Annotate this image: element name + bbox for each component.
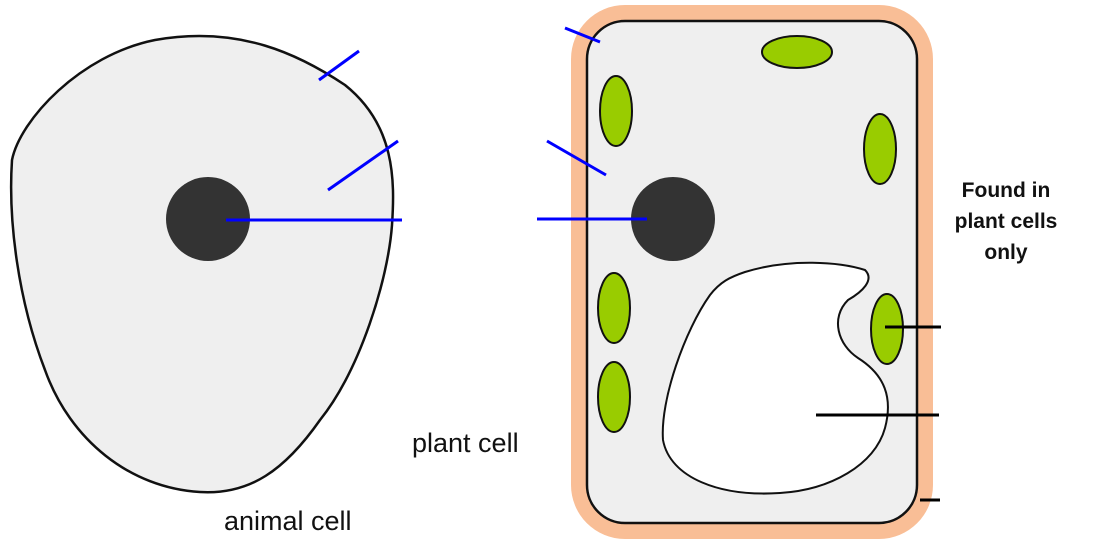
chloroplast-icon <box>871 294 903 364</box>
plant-only-note-line: only <box>931 237 1081 268</box>
pointer-line-cell-membrane <box>319 51 359 80</box>
plant-only-note-line: plant cells <box>931 206 1081 237</box>
plant-only-note-line: Found in <box>931 175 1081 206</box>
plant-cell-label: plant cell <box>412 428 519 459</box>
plant-only-note: Found in plant cells only <box>931 175 1081 268</box>
plant-cell-icon <box>571 5 933 539</box>
chloroplast-icon <box>598 362 630 432</box>
chloroplast-icon <box>600 76 632 146</box>
chloroplast-icon <box>598 273 630 343</box>
animal-cell-label: animal cell <box>224 506 352 537</box>
chloroplast-icon <box>864 114 896 184</box>
animal-cell-icon <box>11 36 393 492</box>
animal-cell-membrane <box>11 36 393 492</box>
chloroplast-icon <box>762 36 832 68</box>
